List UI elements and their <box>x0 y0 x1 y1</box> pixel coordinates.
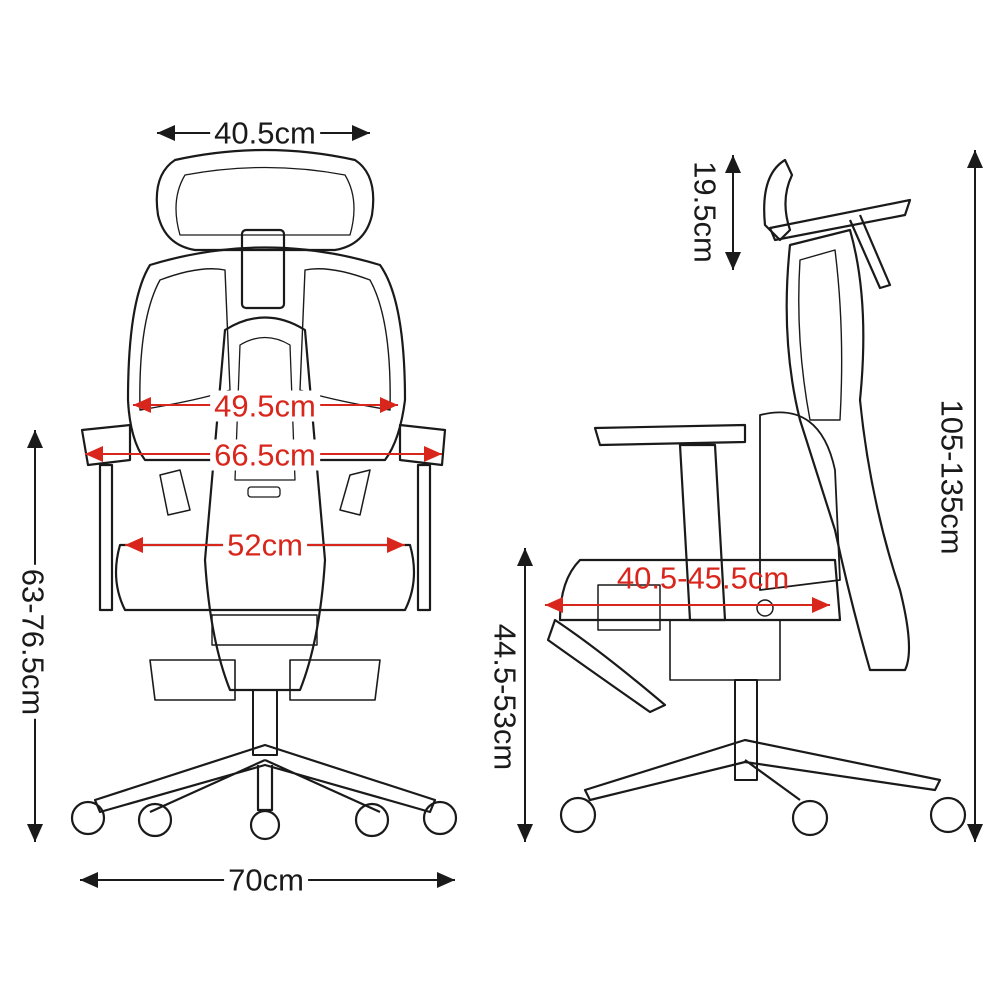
headrest-width-label: 40.5cm <box>210 117 320 149</box>
footrest-left <box>149 659 236 701</box>
seat-depth-label: 40.5-45.5cm <box>616 560 790 596</box>
side-chair <box>546 158 967 837</box>
side-headrest <box>763 158 794 242</box>
armrest-left <box>80 423 132 612</box>
side-footrest <box>546 618 667 714</box>
total-height-label: 105-135cm <box>935 395 970 559</box>
backrest <box>126 246 407 462</box>
front-chair <box>70 148 458 841</box>
backrest-width-label: 49.5cm <box>210 390 320 422</box>
armrest-height-label: 63-76.5cm <box>16 564 51 720</box>
seat-height-label: 44.5-53cm <box>488 619 523 775</box>
side-backrest <box>785 228 911 672</box>
headrest-height-label: 19.5cm <box>688 157 723 267</box>
armrest-right <box>398 423 447 612</box>
spine <box>203 316 327 692</box>
armrest-width-label: 66.5cm <box>210 439 320 471</box>
headrest <box>155 148 375 252</box>
base-width-label: 70cm <box>224 864 308 896</box>
base <box>93 743 437 814</box>
footrest-right <box>289 659 381 701</box>
seat <box>114 543 416 612</box>
side-lumbar <box>759 411 841 591</box>
side-base <box>583 738 942 802</box>
seat-width-label: 52cm <box>223 529 307 561</box>
